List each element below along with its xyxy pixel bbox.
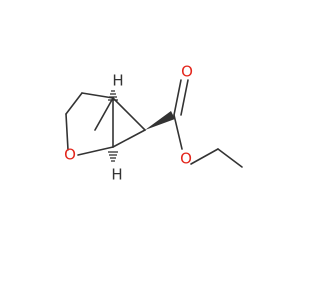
bond-carbonyl-c-ester-o xyxy=(173,114,183,150)
bond-c2-c3 xyxy=(81,92,114,99)
atom-o-ester: O xyxy=(180,150,192,168)
wedge-bond-c6-carbonyl xyxy=(145,111,175,130)
bond-c4-o-ring xyxy=(65,113,69,151)
atom-h-top: H xyxy=(112,72,123,90)
molecule-canvas: O O O H H xyxy=(64,62,243,184)
bond-c1-c2 xyxy=(94,97,114,131)
bond-c5-c6 xyxy=(112,129,146,148)
atom-h-bottom: H xyxy=(111,166,122,184)
bond-c3-c4 xyxy=(65,92,83,115)
structure-diagram: O O O H H xyxy=(64,63,243,184)
bond-c2-c6 xyxy=(112,97,146,131)
bond-carbonyl-c-o-double-b xyxy=(180,79,189,116)
hash-bond-bottom-h xyxy=(108,151,118,162)
bond-ch2-ch3 xyxy=(217,148,243,168)
atom-o-ring: O xyxy=(64,146,76,164)
hash-bond-top-h xyxy=(108,90,118,101)
atom-o-carbonyl: O xyxy=(181,63,193,81)
bond-carbonyl-c-o-double-a xyxy=(173,79,182,116)
bond-o-ring-c5 xyxy=(77,146,114,156)
bond-ester-o-ch2 xyxy=(190,148,219,165)
